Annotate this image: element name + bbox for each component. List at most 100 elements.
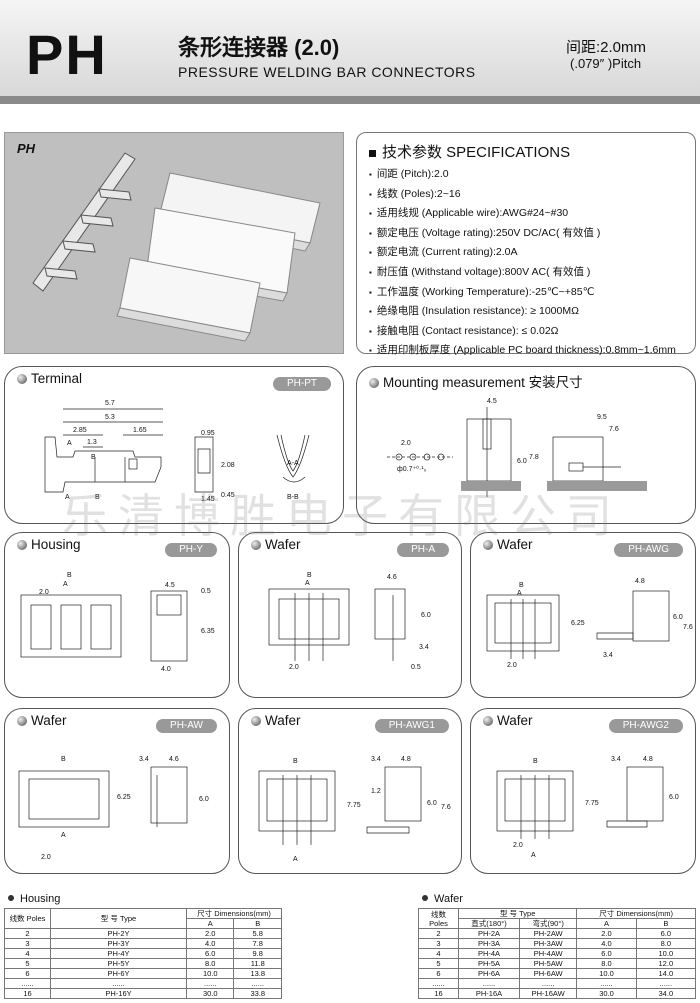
table-cell: 33.8 <box>233 988 282 999</box>
spec-item: 线数 (Poles):2~16 <box>369 185 689 205</box>
table-cell: 2.0 <box>576 928 637 939</box>
dim-label: 1.65 <box>133 427 147 434</box>
header-rule <box>0 96 700 104</box>
dim-label: 5.3 <box>105 414 115 421</box>
pcb-section <box>547 481 647 491</box>
table-cell: ...... <box>519 978 578 989</box>
table-cell: PH-6AW <box>519 968 578 979</box>
table-cell: 2 <box>4 928 51 939</box>
dim-label: 0.5 <box>201 588 211 595</box>
page-title-en: PRESSURE WELDING BAR CONNECTORS <box>178 64 476 80</box>
table-cell: 4 <box>418 948 459 959</box>
table-row: ........................ <box>4 978 282 989</box>
table-cell: PH-16A <box>457 988 521 999</box>
column-header: 型 号 Type <box>457 908 578 919</box>
bullet-icon <box>251 540 261 550</box>
product-photo: PH <box>4 132 344 354</box>
dim-label: ф0.7⁺⁰·¹₀ <box>397 465 427 473</box>
dim-label: 2.08 <box>221 462 235 469</box>
dim-label: 3.4 <box>419 644 429 651</box>
dim-label: 7.75 <box>347 802 361 809</box>
dim-label: 4.8 <box>643 756 653 763</box>
column-header: 尺寸 Dimensions(mm) <box>186 908 282 919</box>
table-cell: ...... <box>635 978 697 989</box>
dim-label: 2.0 <box>289 664 299 671</box>
wafer-awg2-code: PH-AWG2 <box>608 719 683 733</box>
dim-label: 1.45 <box>201 496 215 503</box>
spec-list: 间距 (Pitch):2.0 线数 (Poles):2~16 适用线规 (App… <box>369 165 689 361</box>
housing-drawing: B A 2.0 4.5 0.5 6.35 4.0 <box>20 572 215 673</box>
wafer-awg2-title: Wafer <box>483 713 533 728</box>
table-cell: PH-2Y <box>50 928 187 939</box>
dim-label: 6.0 <box>673 614 683 621</box>
spec-item: 额定电压 (Voltage rating):250V DC/AC( 有效值 ) <box>369 224 689 244</box>
table-cell: PH-6Y <box>50 968 187 979</box>
table-cell: PH-2AW <box>519 928 578 939</box>
column-header: 尺寸 Dimensions(mm) <box>576 908 696 919</box>
column-header: A <box>185 918 235 929</box>
table-header-row: 线数 Poles 型 号 Type 尺寸 Dimensions(mm) <box>4 908 282 929</box>
dim-label: 7.6 <box>441 804 451 811</box>
table-cell: 34.0 <box>635 988 697 999</box>
spec-item: 间距 (Pitch):2.0 <box>369 165 689 185</box>
table-cell: PH-2A <box>457 928 521 939</box>
wafer-awg2-drawing: B A 3.4 4.8 7.75 6.0 2.0 <box>496 756 679 859</box>
bullet-icon <box>483 716 493 726</box>
dim-label: 4.5 <box>487 398 497 405</box>
dim-label: 5.7 <box>105 400 115 407</box>
pitch-mm: 间距:2.0mm <box>566 39 647 56</box>
wafer-a-drawing: B A 4.6 6.0 3.4 2.0 0.5 <box>268 572 431 671</box>
housing-table: 线数 Poles 型 号 Type 尺寸 Dimensions(mm) A B … <box>4 908 282 999</box>
pcb-section <box>461 481 521 491</box>
terminal-title-text: Terminal <box>31 371 83 386</box>
bullet-icon <box>251 716 261 726</box>
wafer-table-title-text: Wafer <box>434 893 463 905</box>
page-header: PH 条形连接器 (2.0) PRESSURE WELDING BAR CONN… <box>0 0 700 104</box>
table-cell: 16 <box>418 988 459 999</box>
housing-table-title-text: Housing <box>20 893 61 905</box>
table-cell: PH-16AW <box>519 988 578 999</box>
dim-label: 7.6 <box>683 624 693 631</box>
column-header: 直式(180°) <box>457 918 521 929</box>
housing-title: Housing <box>17 537 81 552</box>
table-cell: 9.8 <box>233 948 282 959</box>
dim-label: 6.0 <box>669 794 679 801</box>
table-cell: PH-4A <box>457 948 521 959</box>
table-cell: ...... <box>457 978 521 989</box>
table-cell: 8.0 <box>185 958 235 969</box>
dim-label: B <box>293 758 298 765</box>
table-cell: 16 <box>4 988 51 999</box>
table-cell: 5 <box>418 958 459 969</box>
specifications-panel: 技术参数 SPECIFICATIONS 间距 (Pitch):2.0 线数 (P… <box>356 132 696 356</box>
column-header: B <box>635 918 697 929</box>
dim-label: 0.45 <box>221 492 235 499</box>
bullet-icon <box>17 540 27 550</box>
table-cell: ...... <box>233 978 282 989</box>
table-cell: 30.0 <box>185 988 235 999</box>
table-cell: PH-3AW <box>519 938 578 949</box>
table-cell: ...... <box>418 978 459 989</box>
dim-label: 1.3 <box>87 439 97 446</box>
dim-label: 6.0 <box>421 612 431 619</box>
wafer-table: 线数 Poles 型 号 Type 尺寸 Dimensions(mm) 直式(1… <box>418 908 697 999</box>
dim-label: A <box>517 590 522 597</box>
column-header: 型 号 Type <box>50 908 187 929</box>
table-cell: 10.0 <box>635 948 697 959</box>
mounting-title-text: Mounting measurement 安装尺寸 <box>383 375 583 390</box>
pitch-inch: (.079″ )Pitch <box>570 56 642 71</box>
wafer-awg1-panel: Wafer PH-AWG1 B A 3.4 4.8 7.75 1.2 6.0 7… <box>238 708 462 874</box>
dim-label: 3.4 <box>603 652 613 659</box>
table-cell: PH-6A <box>457 968 521 979</box>
table-cell: PH-5A <box>457 958 521 969</box>
table-cell: 2 <box>418 928 459 939</box>
table-cell: 13.8 <box>233 968 282 979</box>
table-cell: 4 <box>4 948 51 959</box>
dim-label: B <box>519 582 524 589</box>
dim-label: 2.0 <box>507 662 517 669</box>
